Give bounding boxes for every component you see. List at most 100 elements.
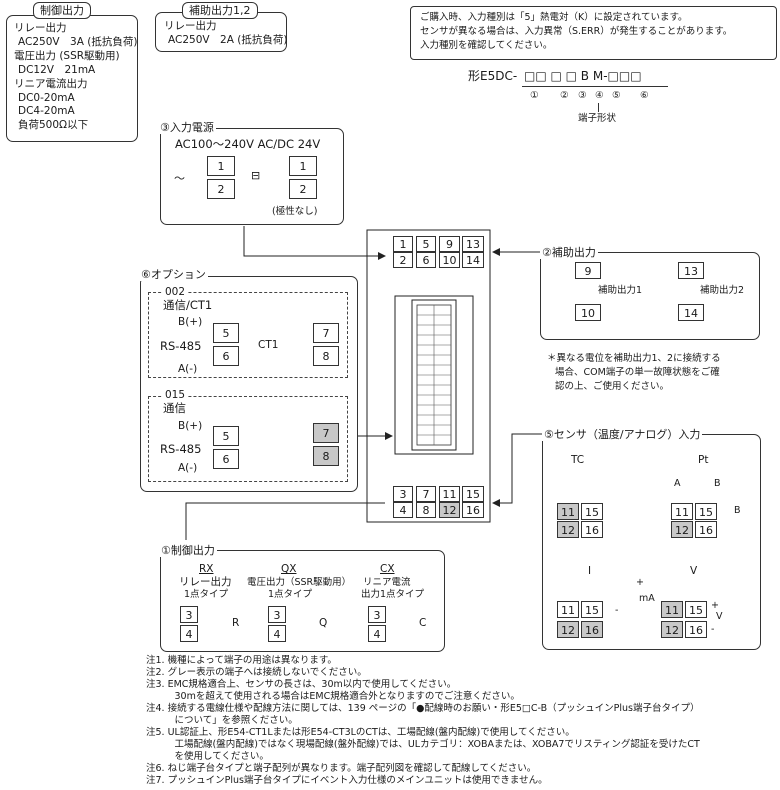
main-terminal-12: 12 <box>439 502 460 518</box>
cx-line1: リニア電流 <box>363 577 411 588</box>
model-marker: ① <box>530 90 539 101</box>
option-002-name: 通信/CT1 <box>163 298 213 312</box>
terminal-pointer <box>598 103 599 112</box>
tc-terminal-15: 15 <box>581 503 603 520</box>
v-label-plus: + <box>711 600 719 611</box>
pt-terminal-12: 12 <box>671 521 693 538</box>
v-label-v: V <box>716 611 723 622</box>
model-marker: ② <box>560 90 569 101</box>
v-terminal-12: 12 <box>661 621 683 638</box>
aux-output-2-label: 補助出力2 <box>700 285 745 296</box>
control-output-box <box>160 550 445 652</box>
purchase-note-line: ご購入時、入力種別は「5」熱電対（K）に設定されています。 <box>420 12 688 23</box>
opt002-terminal-5: 5 <box>213 323 239 343</box>
opt015-terminal-5: 5 <box>213 426 239 446</box>
aux-note-line: 場合、COM端子の単一故障状態をご確 <box>555 367 720 378</box>
option-015-name: 通信 <box>163 401 186 415</box>
model-marker: ⑤ <box>612 90 621 101</box>
tc-terminal-11: 11 <box>557 503 579 520</box>
i-terminal-12: 12 <box>557 621 579 638</box>
main-terminal-2: 2 <box>393 252 413 268</box>
pt-label-b2: B <box>734 505 741 516</box>
main-terminal-16: 16 <box>462 502 484 518</box>
rx-code: RX <box>199 563 214 575</box>
spec-line: 負荷500Ω以下 <box>18 119 89 131</box>
ac-source-icon: ～ <box>174 172 185 185</box>
option-002-a: A(-) <box>178 363 198 375</box>
note-line: 30mを超えて使用される場合はEMC規格適合外となりますのでご注意ください。 <box>146 691 520 702</box>
aux-output-1-label: 補助出力1 <box>598 285 643 296</box>
spec-line: AC250V 2A (抵抗負荷) <box>168 34 288 46</box>
main-terminal-9: 9 <box>439 236 460 252</box>
cx-load: C <box>419 617 427 629</box>
note-line: 注2. グレー表示の端子へは接続しないでください。 <box>146 667 367 678</box>
v-terminal-16: 16 <box>685 621 707 638</box>
qx-line1: 電圧出力（SSR駆動用） <box>247 577 352 588</box>
i-terminal-15: 15 <box>581 601 603 618</box>
main-terminal-13: 13 <box>462 236 484 252</box>
rx-line2: 1点タイプ <box>184 589 229 600</box>
option-002-b: B(+) <box>178 316 203 328</box>
model-code: □□ □ □ B M-□□□ <box>524 69 642 83</box>
purchase-note-line: 入力種別を確認してください。 <box>420 40 553 51</box>
spec-line: 電圧出力 (SSR駆動用) <box>14 50 120 62</box>
terminal-shape-label: 端子形状 <box>578 113 617 124</box>
v-terminal-11: 11 <box>661 601 683 618</box>
qx-terminal-3: 3 <box>268 606 286 623</box>
aux-note-line: ＊異なる電位を補助出力1、2に接続する <box>547 353 721 364</box>
aux-output-title: ②補助出力 <box>540 246 598 259</box>
option-015-frame <box>148 396 348 482</box>
power-terminal-1: 1 <box>289 156 317 176</box>
dc-source-icon: ⊟ <box>251 169 261 182</box>
aux-output-spec-title: 補助出力1,2 <box>182 2 258 19</box>
model-underline <box>522 86 668 87</box>
option-002-code: 002 <box>163 286 188 299</box>
note-line: 注4. 接続する電線仕様や配線方法に関しては、139 ページの「●配線時のお願い… <box>146 703 700 714</box>
power-terminal-2: 2 <box>289 179 317 199</box>
option-015-a: A(-) <box>178 462 198 474</box>
power-terminal-1: 1 <box>207 156 235 176</box>
cx-terminal-3: 3 <box>368 606 386 623</box>
tc-terminal-12: 12 <box>557 521 579 538</box>
sensor-pt-label: Pt <box>698 454 709 466</box>
option-015-b: B(+) <box>178 420 203 432</box>
pt-terminal-11: 11 <box>671 503 693 520</box>
power-voltage-label: AC100～240V AC/DC 24V <box>175 137 321 151</box>
sensor-tc-label: TC <box>571 454 585 466</box>
opt015-terminal-6: 6 <box>213 449 239 469</box>
power-input-box <box>160 128 344 225</box>
sensor-input-title: ⑤センサ（温度/アナログ）入力 <box>542 428 703 441</box>
qx-terminal-4: 4 <box>268 625 286 642</box>
control-output-title: ①制御出力 <box>159 544 217 557</box>
main-terminal-7: 7 <box>416 486 436 502</box>
v-label-minus: - <box>711 624 715 635</box>
opt015-terminal-8: 8 <box>313 446 339 466</box>
main-terminal-1: 1 <box>393 236 413 252</box>
opt015-terminal-7: 7 <box>313 423 339 443</box>
option-015-code: 015 <box>163 389 188 402</box>
model-marker: ③ <box>578 90 587 101</box>
spec-line: AC250V 3A (抵抗負荷) <box>18 36 138 48</box>
options-title: ⑥オプション <box>139 268 208 281</box>
aux-terminal-10: 10 <box>575 304 601 321</box>
sensor-v-label: V <box>690 565 698 577</box>
cx-code: CX <box>380 563 395 575</box>
option-002-frame <box>148 292 348 378</box>
pt-label-b: B <box>714 478 721 489</box>
main-terminal-5: 5 <box>416 236 436 252</box>
option-015-rs485: RS-485 <box>160 442 202 456</box>
main-terminal-6: 6 <box>416 252 436 268</box>
purchase-note-box <box>410 6 777 60</box>
i-terminal-16: 16 <box>581 621 603 638</box>
i-label-ma: mA <box>639 593 655 604</box>
model-marker: ⑥ <box>640 90 649 101</box>
spec-line: DC12V 21mA <box>18 64 96 76</box>
aux-note-line: 認の上、ご使用ください。 <box>555 381 670 392</box>
main-terminal-11: 11 <box>439 486 460 502</box>
rx-terminal-4: 4 <box>180 625 198 642</box>
main-terminal-10: 10 <box>439 252 460 268</box>
i-terminal-11: 11 <box>557 601 579 618</box>
model-marker: ④ <box>595 90 604 101</box>
aux-terminal-14: 14 <box>678 304 704 321</box>
control-output-spec-title: 制御出力 <box>33 2 91 19</box>
